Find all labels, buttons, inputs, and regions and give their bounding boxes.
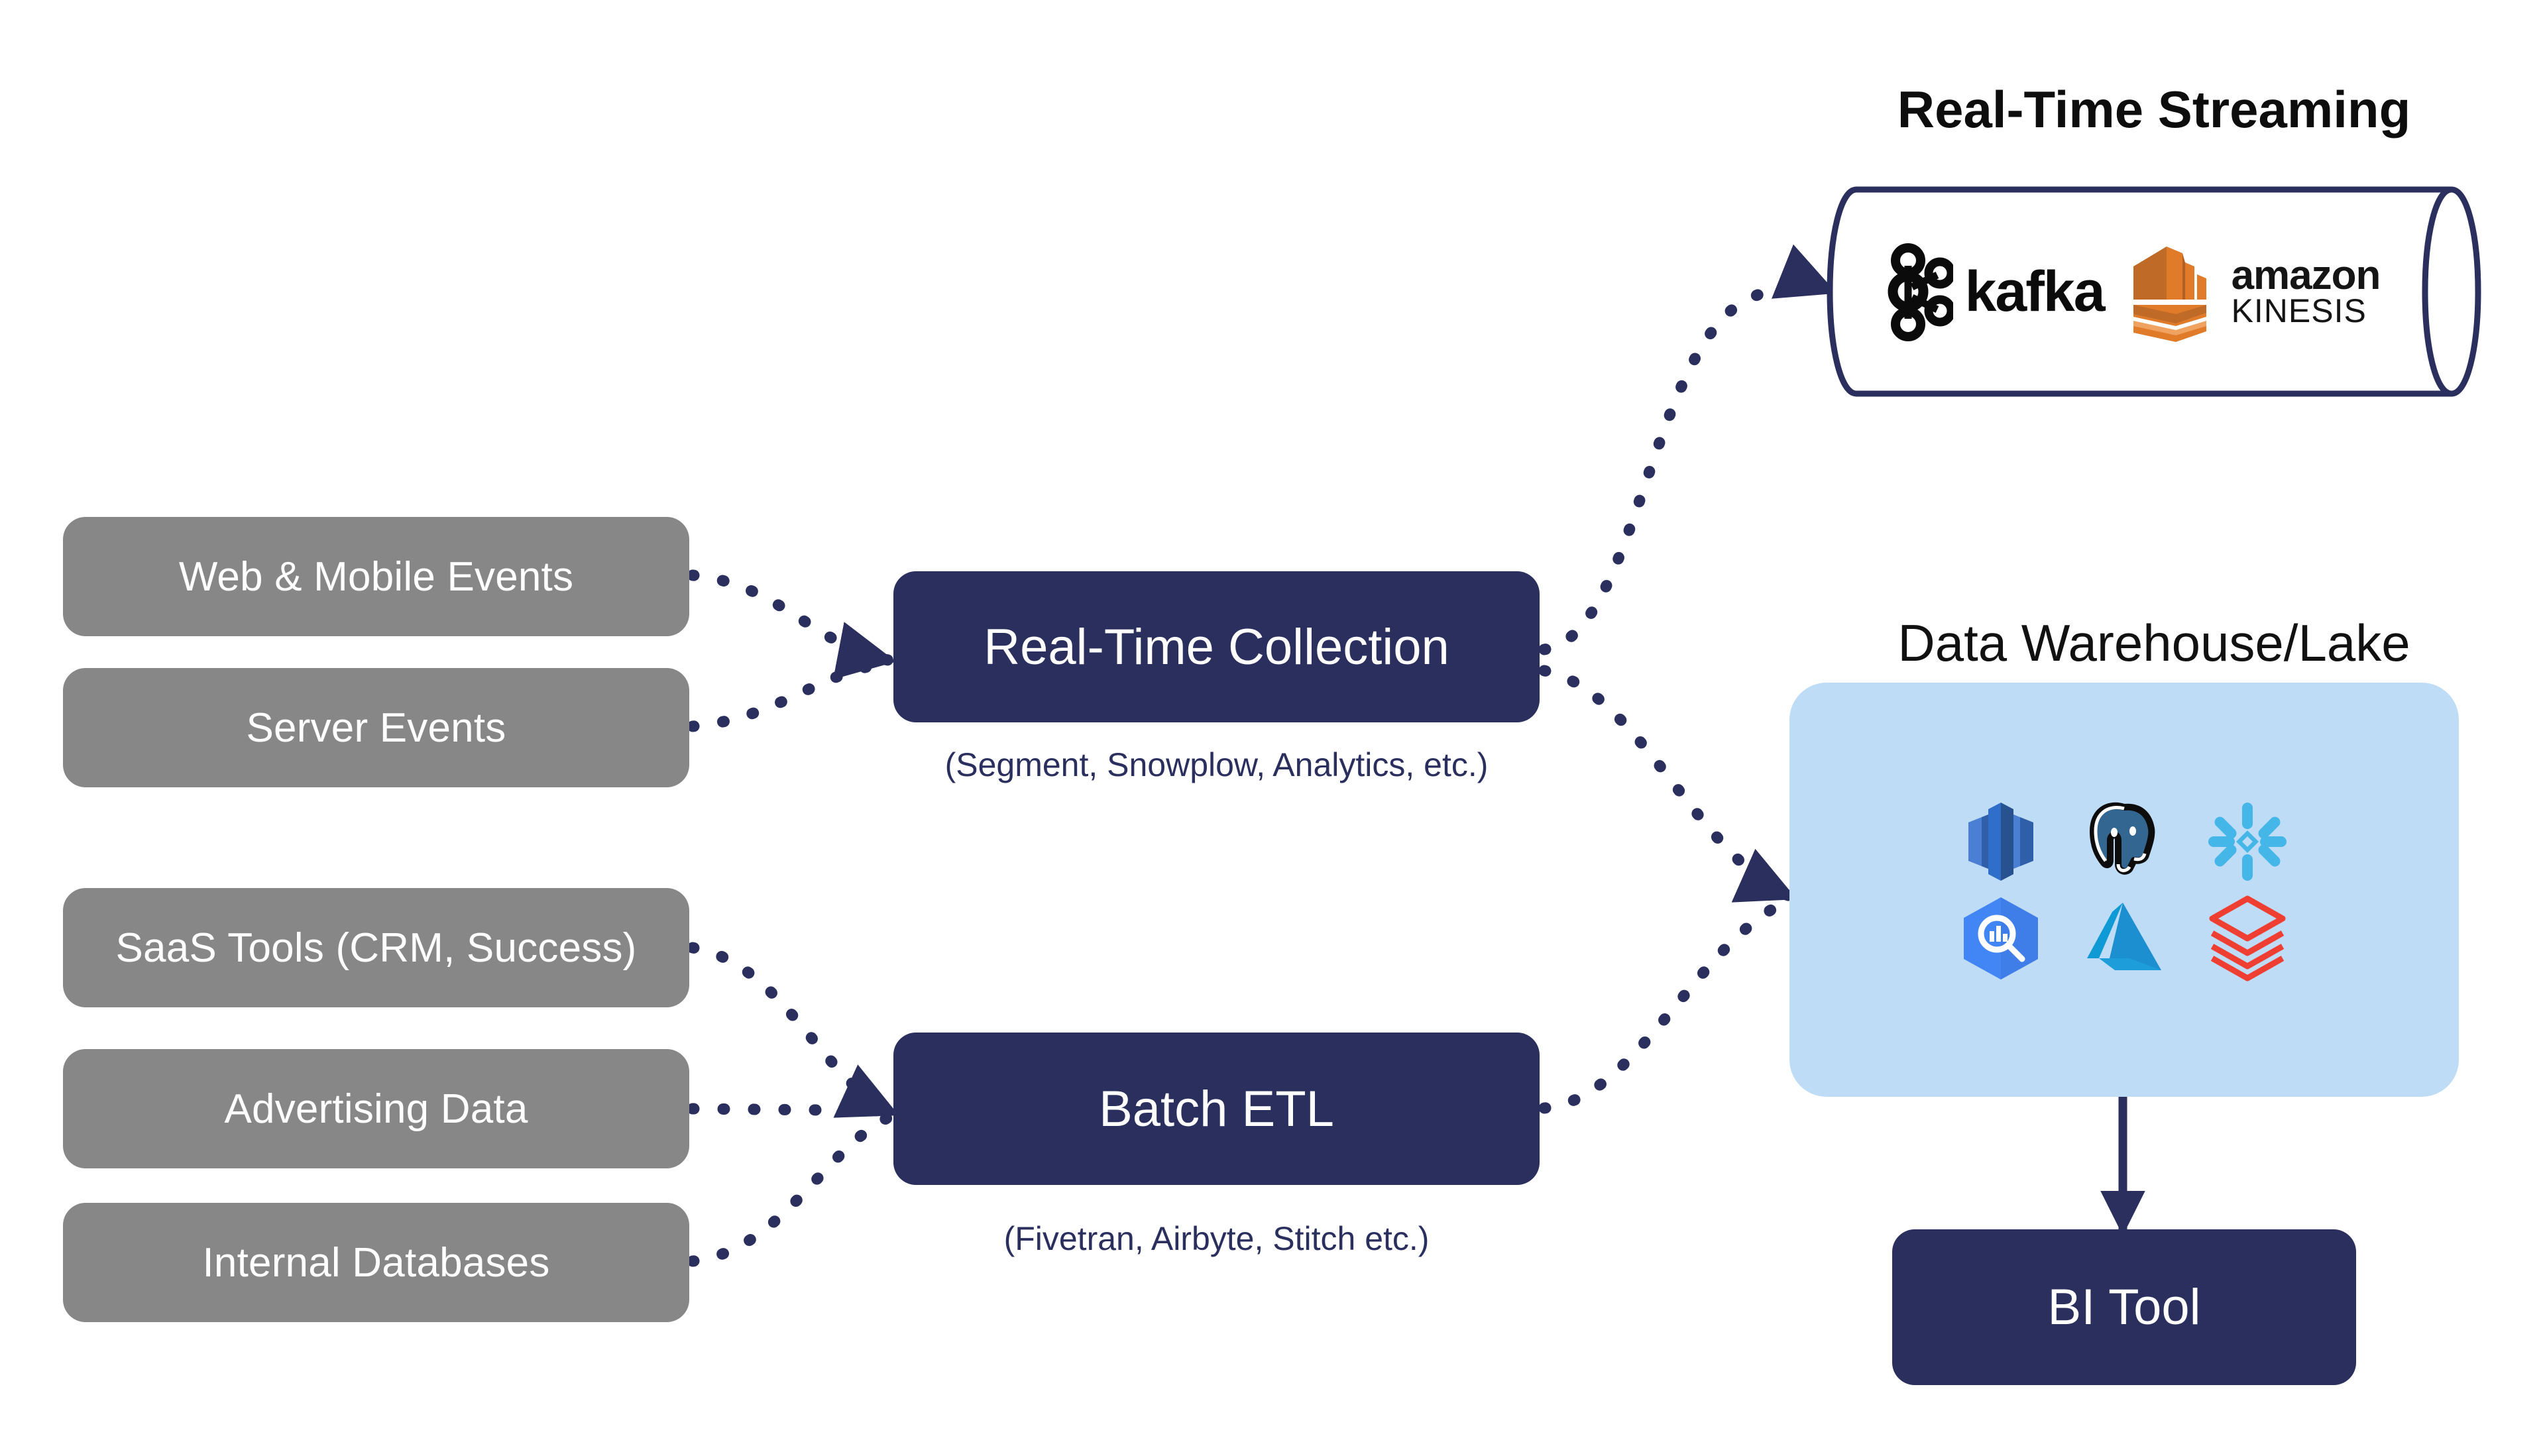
azure-logo-icon <box>2082 896 2167 981</box>
kinesis-wordmark: amazon KINESIS <box>2231 252 2381 329</box>
source-box-internal-databases[interactable]: Internal Databases <box>63 1203 689 1322</box>
warehouse-logo-row-2 <box>1958 895 2290 981</box>
process-box-real-time-collection[interactable]: Real-Time Collection <box>893 571 1540 722</box>
warehouse-heading: Data Warehouse/Lake <box>1897 614 2410 672</box>
source-box-web-mobile-events[interactable]: Web & Mobile Events <box>63 517 689 636</box>
kinesis-logo-block: amazon KINESIS <box>2129 239 2381 345</box>
warehouse-logo-row-1 <box>1958 799 2290 884</box>
wire-web-to-rtc <box>687 569 897 680</box>
bigquery-logo-icon <box>1958 896 2043 981</box>
kinesis-amazon-text: amazon <box>2231 252 2381 298</box>
postgresql-elephant-icon <box>2082 799 2167 884</box>
source-box-saas-tools[interactable]: SaaS Tools (CRM, Success) <box>63 888 689 1007</box>
snowflake-logo-icon <box>2205 799 2290 884</box>
kafka-logo-block: kafka <box>1882 242 2106 341</box>
source-box-server-events[interactable]: Server Events <box>63 668 689 787</box>
wire-rtc-to-warehouse <box>1538 665 1797 903</box>
batch-etl-caption: (Fivetran, Airbyte, Stitch etc.) <box>1003 1220 1430 1257</box>
streaming-heading: Real-Time Streaming <box>1897 80 2411 139</box>
wire-saas-to-etl <box>687 942 899 1118</box>
wire-db-to-etl <box>687 1110 897 1267</box>
bi-tool-box[interactable]: BI Tool <box>1892 1229 2356 1385</box>
kafka-wordmark: kafka <box>1964 260 2106 323</box>
databricks-logo-icon <box>2205 895 2290 981</box>
source-box-advertising-data[interactable]: Advertising Data <box>63 1049 689 1168</box>
redshift-logo-icon <box>1958 799 2043 884</box>
kinesis-product-text: KINESIS <box>2231 292 2367 329</box>
wire-etl-to-warehouse <box>1538 894 1795 1114</box>
streaming-logos: kafka ama <box>1826 186 2482 398</box>
amazon-kinesis-logo-icon <box>2133 247 2206 342</box>
real-time-collection-caption: (Segment, Snowplow, Analytics, etc.) <box>944 746 1489 783</box>
process-box-batch-etl[interactable]: Batch ETL <box>893 1033 1540 1185</box>
streaming-cylinder[interactable]: kafka ama <box>1826 186 2482 398</box>
wire-ads-to-etl <box>687 1103 897 1117</box>
wire-rtc-to-streaming <box>1538 244 1837 655</box>
wire-server-to-rtc <box>687 657 894 732</box>
data-warehouse-panel[interactable] <box>1789 683 2459 1097</box>
kafka-logo-icon <box>1888 243 1953 341</box>
